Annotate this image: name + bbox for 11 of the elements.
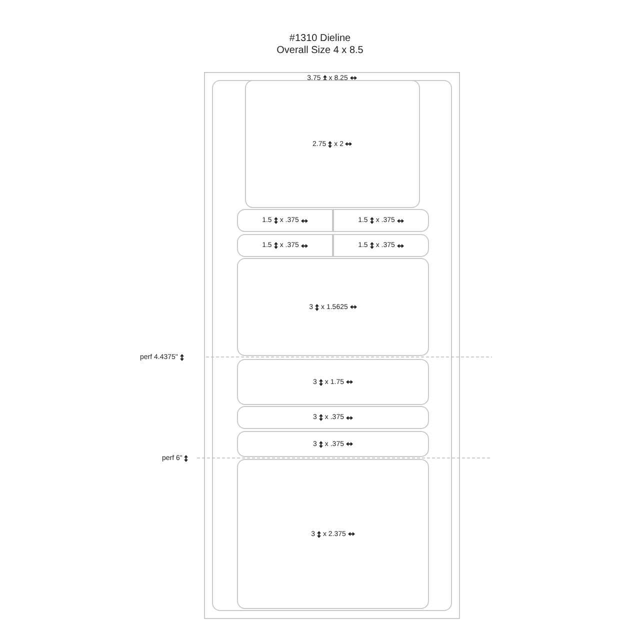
title: #1310 Dieline Overall Size 4 x 8.5 [276,33,364,57]
label-panel [237,459,429,609]
label-panel [237,431,429,457]
label-panel [333,209,429,232]
label-panel [237,209,333,232]
label-panel [237,406,429,429]
label-panel [237,234,333,257]
label-panel [245,80,420,208]
label-panel [237,359,429,405]
label-panel [237,258,429,356]
label-panel [333,234,429,257]
